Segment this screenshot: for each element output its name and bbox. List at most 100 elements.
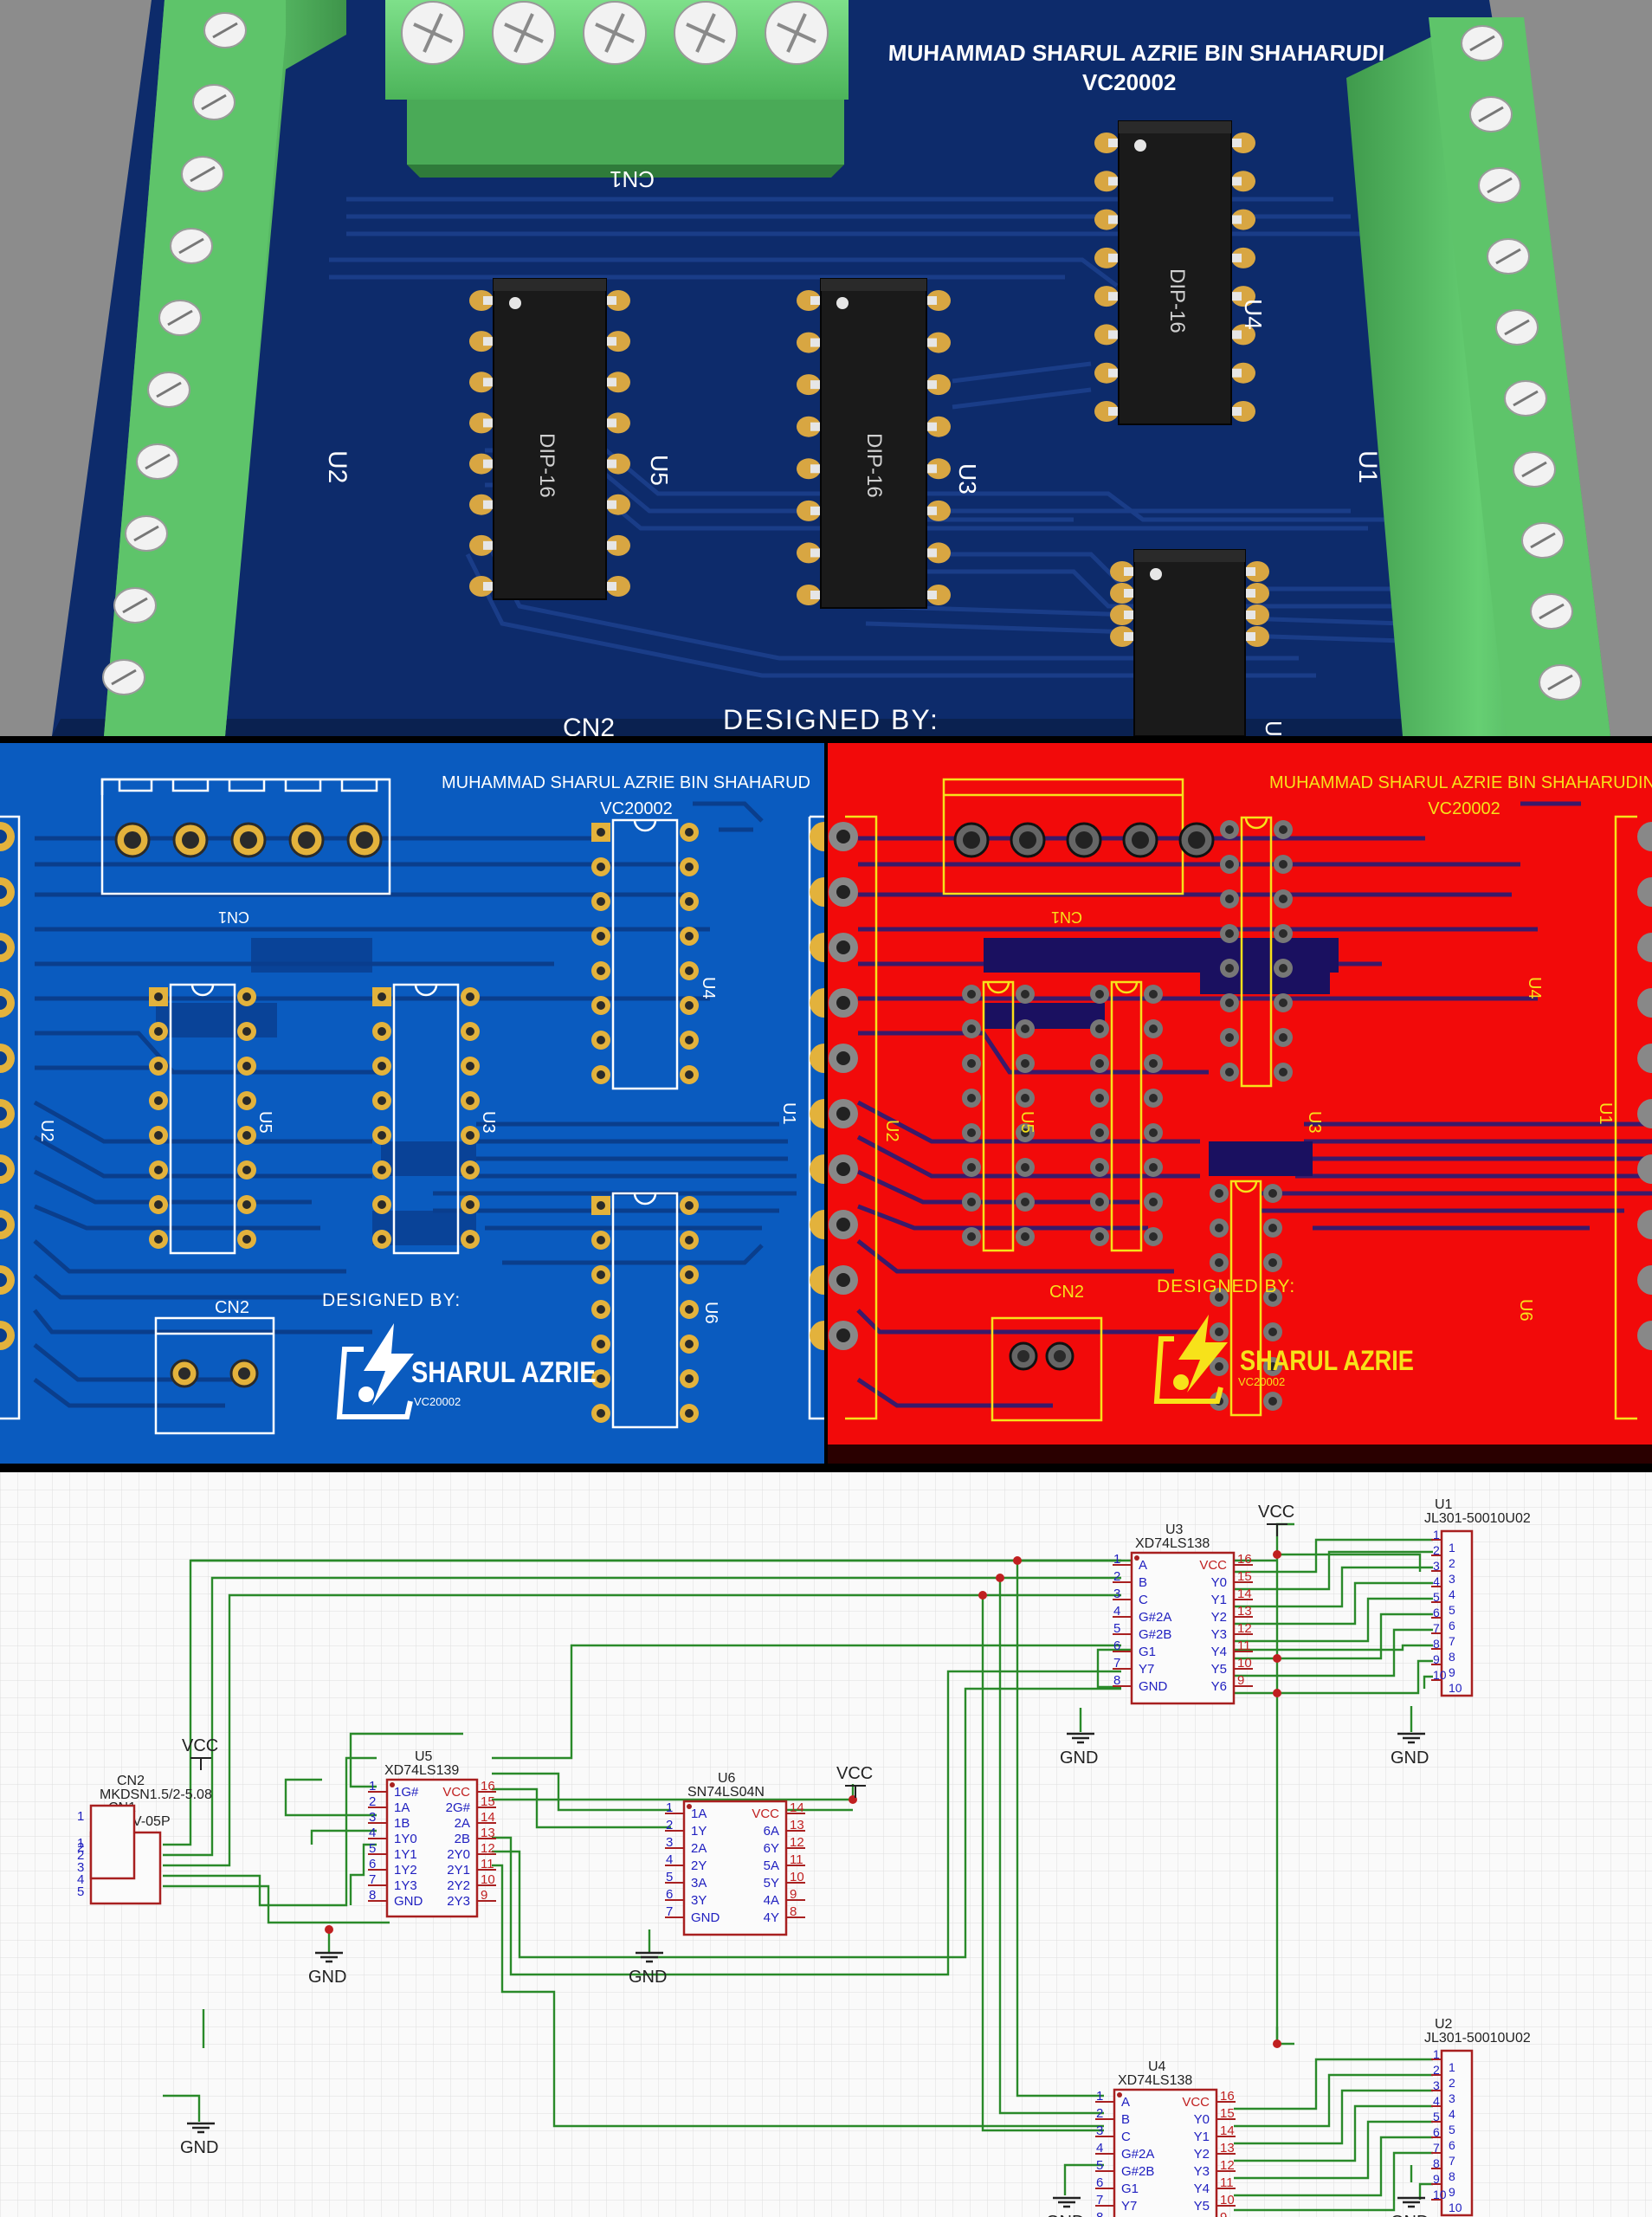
terminal-pad [810,933,824,962]
ic-outline [982,980,1015,1252]
vcc-u3-label: VCC [1258,1503,1294,1522]
ic-hole [1215,1224,1223,1232]
u6-pin-name: 1A [691,1807,707,1821]
ic-pin [926,296,937,305]
ic-hole [597,897,605,906]
u4-pin-name: Y7 [1121,2199,1137,2214]
u5-pin1-dot [390,1782,395,1787]
u6-pin-name: 2Y [691,1858,707,1873]
u3-ref: U3 [1165,1522,1184,1537]
ic-hole [1021,1163,1029,1172]
u3-package-label: DIP-16 [862,433,886,498]
ic-hole [1225,999,1234,1007]
u1-label-red: U1 [1596,1102,1615,1125]
screw-slot-icon [1469,35,1495,52]
ic-pad [469,534,494,556]
ic-hole [1279,1033,1287,1042]
u6-pin-number: 6 [666,1887,673,1902]
u2-pin-label: 7 [1449,2154,1455,2168]
terminal-hole [0,996,7,1010]
u4-pin-name: C [1121,2130,1131,2144]
ic-hole [1021,1128,1029,1137]
ic-hole [1021,990,1029,999]
u6-pin-number: 12 [790,1835,804,1850]
u4-symbol: U4XD74LS1381A2B3C4G#2A5G#2B6G17Y78GND16V… [1095,2059,1236,2217]
ic-hole [685,1236,694,1244]
ic-pin [1231,330,1242,339]
u5-pin-number: 4 [369,1826,376,1840]
ic-body [820,278,927,609]
u3-part: XD74LS138 [1135,1536,1210,1551]
u4-pin-number: 16 [1220,2089,1235,2104]
screw-slot-icon [595,13,635,53]
u6-pin-number: 10 [790,1870,804,1884]
ic-pin [1231,215,1242,224]
ic-pad [606,331,630,352]
terminal-pad [0,1154,15,1184]
u3-pin-number: 16 [1237,1552,1252,1567]
ic-outline [611,818,679,1090]
ic-hole [1215,1328,1223,1336]
ic-hole [242,1200,251,1209]
u4-pin-number: 6 [1096,2175,1103,2190]
ic-hole [685,1305,694,1314]
ic-pad [469,331,494,352]
ic-hole [1095,1094,1104,1102]
gnd-u3-label: GND [1060,1748,1098,1768]
ic-hole [685,1036,694,1044]
ic-hole [1149,1024,1158,1033]
u5-pin-name: 2B [455,1832,470,1846]
ic-hole [685,1070,694,1079]
ic-pad [469,412,494,434]
ic-pad [797,542,821,564]
ic-hole [1279,964,1287,973]
u3-body [1130,1551,1236,1705]
u3-pin-number: 13 [1237,1604,1252,1619]
u6-pin-number: 8 [790,1904,797,1919]
ic-pin [606,582,616,591]
ic-pin [1231,407,1242,416]
u4-pin-number: 14 [1220,2123,1235,2138]
ic-pad [1245,604,1269,625]
cn2-pin-number: 1 [77,1809,84,1824]
ic-hole [378,1200,386,1209]
ic-pin1-dot [1134,139,1146,152]
u3-pin-name: B [1139,1575,1147,1590]
u6-label-3d: U6 [1261,721,1287,736]
u6-pin-name: 3Y [691,1893,707,1908]
ic-hole [466,992,474,1001]
u5-part: XD74LS139 [384,1763,459,1778]
ic-pin [1124,632,1134,641]
ic-pin [810,548,821,558]
ic-hole [154,1200,163,1209]
screw-slot-icon [1539,603,1565,620]
ic-hole [1225,825,1234,834]
ic-pin [926,591,937,599]
terminal-pad [810,1044,824,1073]
pcb-blue-svg: MUHAMMAD SHARUL AZRIE BIN SHAHARUD VC200… [0,743,824,1464]
u4-pin-name: Y3 [1194,2164,1210,2179]
ic-pin [1124,611,1134,619]
u1-pin-label: 2 [1449,1556,1455,1570]
u5-pin-number: 16 [481,1779,495,1794]
u2-label-blue: U2 [37,1120,56,1142]
cn2-part: MKDSN1.5/2-5.08 [100,1787,212,1802]
u4-pin-number: 4 [1096,2141,1103,2156]
u5-pin-number: 15 [481,1794,495,1809]
pcb-layout-blue-view: MUHAMMAD SHARUL AZRIE BIN SHAHARUD VC200… [0,743,824,1464]
gnd-u1-label: GND [1391,1748,1429,1768]
ic-pin [606,540,616,550]
ic-hole [378,1235,386,1244]
ic-hole [154,992,163,1001]
ic-hole [242,1166,251,1174]
u5-pin-name: 1A [394,1800,410,1815]
ic-hole [685,1270,694,1279]
u2-pin-label: 8 [1449,2169,1455,2183]
cn1-hole [182,831,199,849]
terminal-hole [836,1328,850,1342]
cn2-label-3d: CN2 [563,714,615,736]
u3-pin-name: G1 [1139,1645,1156,1659]
u3-pin-number: 11 [1237,1639,1251,1653]
